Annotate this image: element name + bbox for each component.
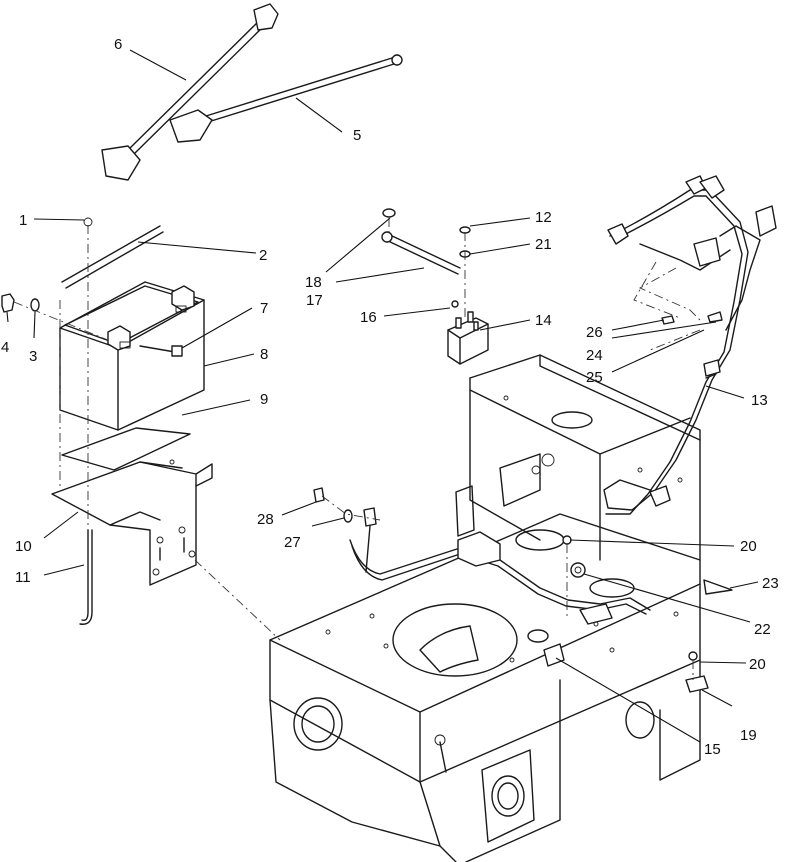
part-washer-nut	[1, 293, 109, 341]
part-terminals	[661, 311, 723, 325]
part-bolt-12	[459, 226, 471, 320]
callout-2: 2	[259, 247, 267, 264]
part-pad-9	[61, 427, 191, 471]
part-small-hardware	[527, 535, 733, 693]
part-cable-5	[169, 54, 403, 143]
part-bolt-28	[313, 487, 381, 523]
part-solenoid-14	[447, 300, 489, 365]
part-bar-17	[381, 208, 461, 275]
callout-9: 9	[260, 391, 268, 408]
part-cable-6	[101, 3, 279, 181]
part-rod-2	[61, 217, 164, 289]
callout-12: 12	[535, 209, 552, 226]
callout-5: 5	[353, 127, 361, 144]
part-tray-10	[51, 459, 213, 586]
callout-11: 11	[15, 569, 31, 586]
callout-8: 8	[260, 346, 268, 363]
callout-numbers: 1 2 3 4 5 6 7 8 9 10 11 12 13 14 15 16 1…	[1, 36, 779, 758]
callout-22: 22	[754, 621, 771, 638]
callout-6: 6	[114, 36, 122, 53]
callout-19: 19	[740, 727, 757, 744]
callout-17: 17	[306, 292, 323, 309]
callout-21: 21	[535, 236, 552, 253]
callout-16: 16	[360, 309, 377, 326]
part-battery-8	[59, 281, 205, 431]
callout-25: 25	[586, 369, 603, 386]
callout-20b: 20	[749, 656, 766, 673]
callout-leaders	[6, 49, 759, 743]
callout-26: 26	[586, 324, 603, 341]
callout-3: 3	[29, 348, 37, 365]
callout-27: 27	[284, 534, 301, 551]
callout-24: 24	[586, 347, 603, 364]
callout-10: 10	[15, 538, 32, 555]
callout-20a: 20	[740, 538, 757, 555]
callout-13: 13	[751, 392, 768, 409]
part-harness-13	[349, 175, 777, 625]
part-jbolt-11	[79, 529, 93, 625]
callout-15: 15	[704, 741, 721, 758]
callout-7: 7	[260, 300, 268, 317]
callout-4: 4	[1, 339, 9, 356]
callout-18: 18	[305, 274, 322, 291]
callout-1: 1	[19, 212, 27, 229]
callout-28: 28	[257, 511, 274, 528]
callout-14: 14	[535, 312, 552, 329]
callout-23: 23	[762, 575, 779, 592]
